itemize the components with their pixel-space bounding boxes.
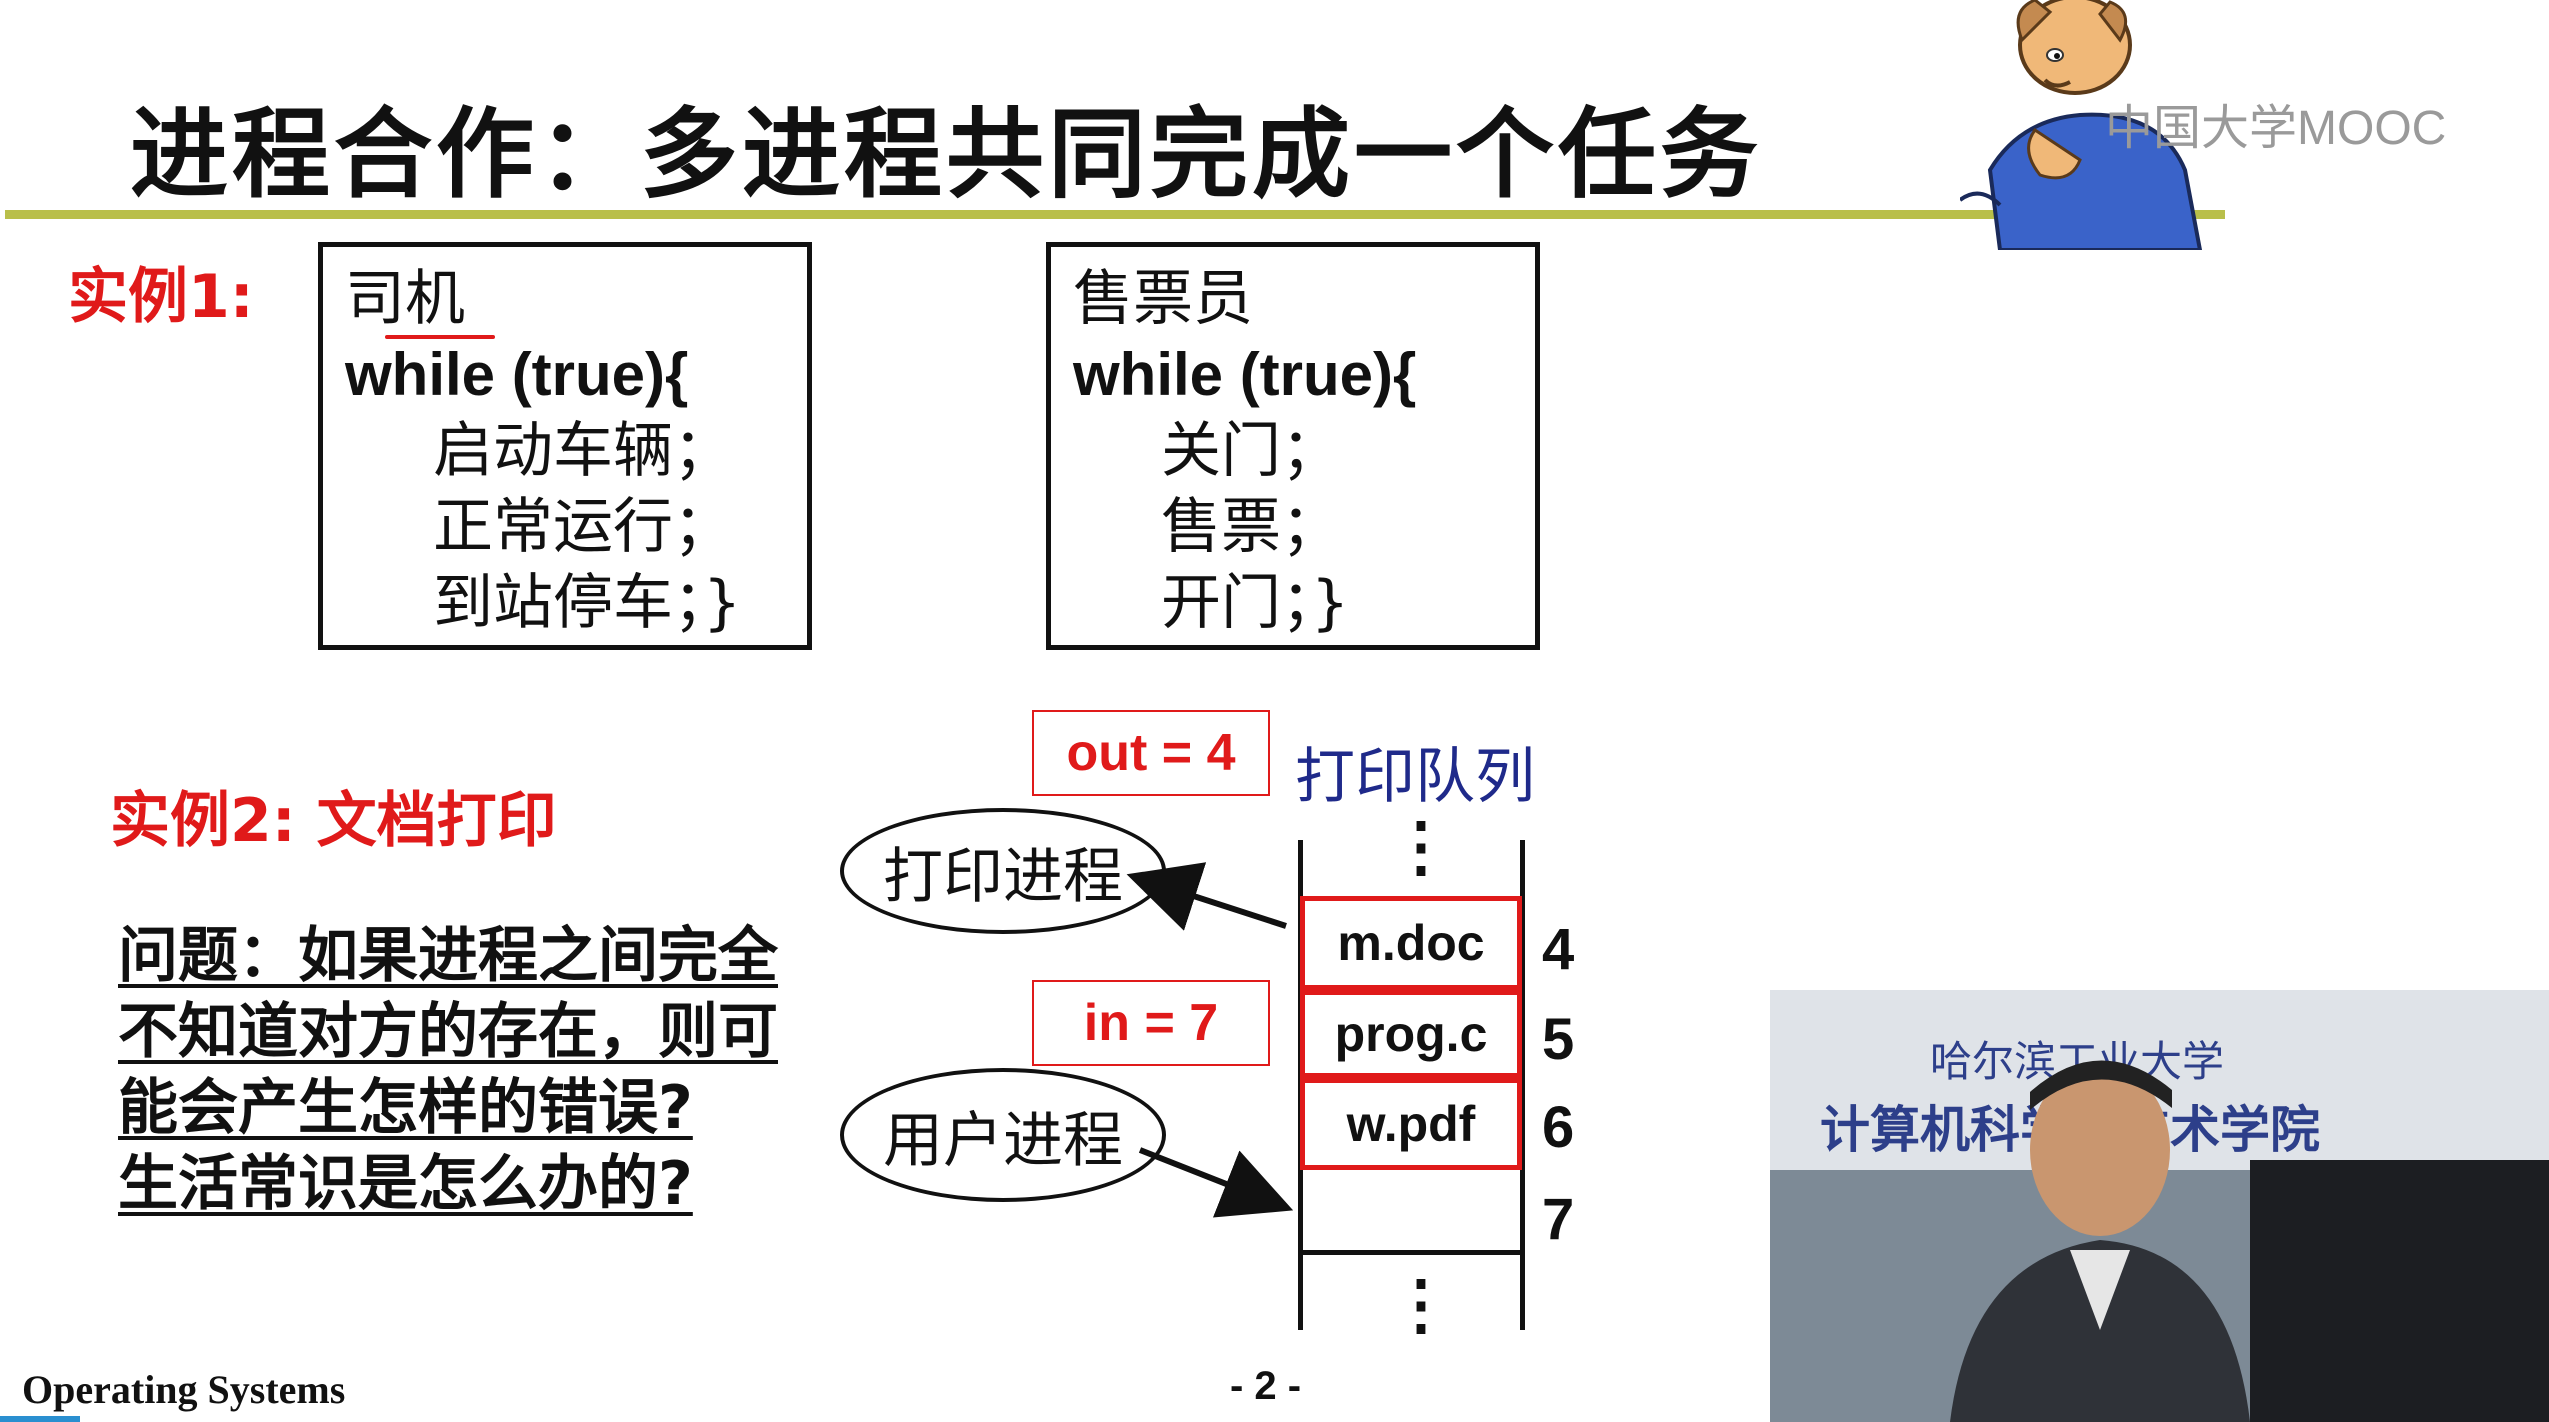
in-pointer-box: in = 7 bbox=[1032, 980, 1270, 1066]
print-queue-title: 打印队列 bbox=[1295, 742, 1535, 812]
example2-label: 实例2: 文档打印 bbox=[110, 786, 557, 856]
queue-bottom-ellipsis: ⋮ bbox=[1388, 1267, 1454, 1341]
lecturer-video: 哈尔滨工业大学 计算机科学与技术学院 bbox=[1770, 990, 2549, 1422]
queue-cell-empty-bottom bbox=[1300, 1250, 1522, 1255]
queue-index: 7 bbox=[1542, 1187, 1575, 1252]
page-number: - 2 - bbox=[1230, 1364, 1302, 1408]
footer-course: Operating Systems bbox=[22, 1367, 346, 1412]
conductor-line: 关门； bbox=[1161, 416, 1341, 486]
queue-right-rail bbox=[1520, 840, 1525, 1330]
example1-label: 实例1: bbox=[68, 262, 254, 332]
conductor-loop: while (true){ bbox=[1073, 341, 1417, 408]
user-process-ellipse: 用户进程 bbox=[840, 1068, 1166, 1202]
driver-line: 到站停车；} bbox=[433, 568, 742, 638]
driver-code-box: 司机 while (true){ 启动车辆； 正常运行； 到站停车；} bbox=[318, 242, 812, 650]
question-line: 问题：如果进程之间完全 bbox=[118, 921, 778, 991]
mooc-watermark: 中国大学MOOC bbox=[2105, 102, 2447, 155]
queue-index: 4 bbox=[1542, 917, 1575, 982]
in-arrow bbox=[1138, 1147, 1294, 1218]
question-line: 不知道对方的存在，则可 bbox=[118, 997, 778, 1067]
queue-cell: prog.c bbox=[1300, 990, 1522, 1078]
red-underline-mark bbox=[385, 335, 495, 339]
driver-line: 启动车辆； bbox=[433, 416, 733, 486]
driver-loop: while (true){ bbox=[345, 341, 689, 408]
queue-index: 5 bbox=[1542, 1007, 1575, 1072]
print-process-ellipse: 打印进程 bbox=[840, 808, 1166, 934]
title-divider bbox=[5, 210, 2225, 219]
driver-header: 司机 bbox=[345, 261, 495, 339]
out-pointer-box: out = 4 bbox=[1032, 710, 1270, 796]
queue-top-ellipsis: ⋮ bbox=[1388, 809, 1454, 883]
queue-cell: w.pdf bbox=[1300, 1078, 1522, 1170]
lecturer-figure-icon bbox=[1950, 1060, 2250, 1422]
queue-index: 6 bbox=[1542, 1095, 1575, 1160]
slide-title: 进程合作：多进程共同完成一个任务 bbox=[130, 98, 1763, 212]
conductor-header: 售票员 bbox=[1073, 264, 1253, 334]
progress-bar bbox=[0, 1416, 80, 1422]
out-arrow bbox=[1126, 862, 1287, 931]
question-text: 问题：如果进程之间完全 不知道对方的存在，则可 能会产生怎样的错误? 生活常识是… bbox=[118, 918, 778, 1222]
conductor-code-box: 售票员 while (true){ 关门； 售票； 开门；} bbox=[1046, 242, 1540, 650]
conductor-line: 开门；} bbox=[1161, 568, 1350, 638]
question-line: 生活常识是怎么办的? bbox=[118, 1149, 693, 1219]
queue-cell: m.doc bbox=[1300, 896, 1522, 990]
process-arrows bbox=[1126, 862, 1294, 1218]
driver-line: 正常运行； bbox=[433, 492, 733, 562]
question-line: 能会产生怎样的错误? bbox=[118, 1073, 693, 1143]
thinker-cartoon-icon bbox=[1960, 0, 2203, 250]
conductor-line: 售票； bbox=[1161, 492, 1341, 562]
monitor-icon bbox=[2250, 1160, 2549, 1422]
